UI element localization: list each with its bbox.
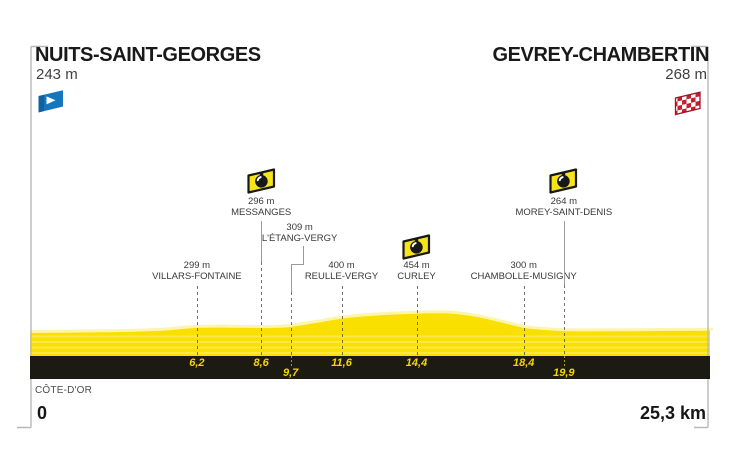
start-town-name: NUITS-SAINT-GEORGES — [35, 44, 261, 66]
km-marker-dash — [563, 356, 565, 368]
elevation-surface-line — [29, 310, 714, 333]
waypoint-elevation: 454 m — [403, 260, 430, 271]
waypoint-leader-line-dashed — [416, 286, 418, 356]
waypoint-label: 264 m MOREY-SAINT-DENIS — [479, 196, 649, 218]
waypoint-leader-line — [563, 221, 565, 285]
waypoint-elevation: 296 m — [247, 196, 275, 207]
waypoint-name: CURLEY — [397, 270, 436, 282]
total-distance-label: 25,3 km — [639, 403, 706, 423]
km-marker: 6,2 — [189, 357, 205, 369]
waypoint-name: VILLARS-FONTAINE — [152, 270, 242, 282]
waypoint-label: 454 m CURLEY — [332, 260, 502, 282]
waypoint-leader-line-dashed — [563, 285, 565, 356]
waypoint-leader-line-dashed — [196, 286, 198, 356]
waypoint-label: 299 m VILLARS-FONTAINE — [112, 260, 282, 282]
elevation-area — [30, 311, 712, 356]
frame-brackets — [17, 45, 709, 429]
waypoint-label: 400 m REULLE-VERGY — [257, 260, 427, 282]
km-marker: 8,6 — [253, 357, 269, 369]
profile-stripes — [30, 335, 710, 354]
start-flag-icon — [38, 90, 63, 113]
waypoint-elevation: 400 m — [328, 260, 355, 271]
waypoint-name: L'ÉTANG-VERGY — [261, 232, 338, 244]
waypoint-leader-line-dashed — [290, 292, 292, 356]
waypoint-leader-line — [302, 246, 304, 264]
waypoint-name: MOREY-SAINT-DENIS — [515, 206, 613, 218]
km-marker-dash — [290, 356, 292, 368]
km-marker: 14,4 — [405, 357, 428, 369]
waypoint-label: 309 m L'ÉTANG-VERGY — [215, 222, 385, 244]
distance-bar: 6,2 8,6 9,7 11,6 14,4 18,4 19,9 — [30, 356, 710, 379]
waypoint-name: REULLE-VERGY — [304, 270, 379, 282]
waypoint-elevation: 300 m — [510, 260, 537, 271]
waypoint-leader-line — [290, 264, 304, 265]
start-km-label: 0 — [37, 403, 48, 423]
bonus-sprint-pennant-icon — [247, 168, 275, 194]
km-marker: 19,9 — [553, 367, 575, 379]
waypoint-label: 300 m CHAMBOLLE-MUSIGNY — [439, 260, 609, 282]
waypoint-leader-line-dashed — [341, 286, 343, 356]
waypoint-name: MESSANGES — [231, 206, 292, 218]
region-label: CÔTE-D'OR — [35, 385, 93, 396]
waypoint-leader-line — [261, 221, 263, 262]
km-marker: 18,4 — [512, 357, 535, 369]
bonus-sprint-pennant-icon — [549, 168, 578, 194]
waypoint-name: CHAMBOLLE-MUSIGNY — [470, 270, 577, 282]
km-marker: 11,6 — [331, 357, 352, 369]
waypoint-leader-line-dashed — [261, 262, 263, 356]
start-elevation: 243 m — [36, 66, 78, 83]
checkered-finish-flag-icon — [674, 91, 701, 116]
waypoint-elevation: 264 m — [550, 196, 578, 207]
waypoint-leader-line — [290, 264, 292, 292]
waypoint-elevation: 309 m — [286, 222, 313, 233]
finish-town-name: GEVREY-CHAMBERTIN — [492, 44, 709, 66]
finish-elevation: 268 m — [665, 66, 707, 83]
waypoint-label: 296 m MESSANGES — [176, 196, 346, 218]
km-marker: 9,7 — [282, 367, 299, 379]
bonus-sprint-pennant-icon — [402, 234, 431, 260]
waypoint-elevation: 299 m — [183, 260, 211, 271]
waypoint-leader-line-dashed — [523, 286, 525, 356]
